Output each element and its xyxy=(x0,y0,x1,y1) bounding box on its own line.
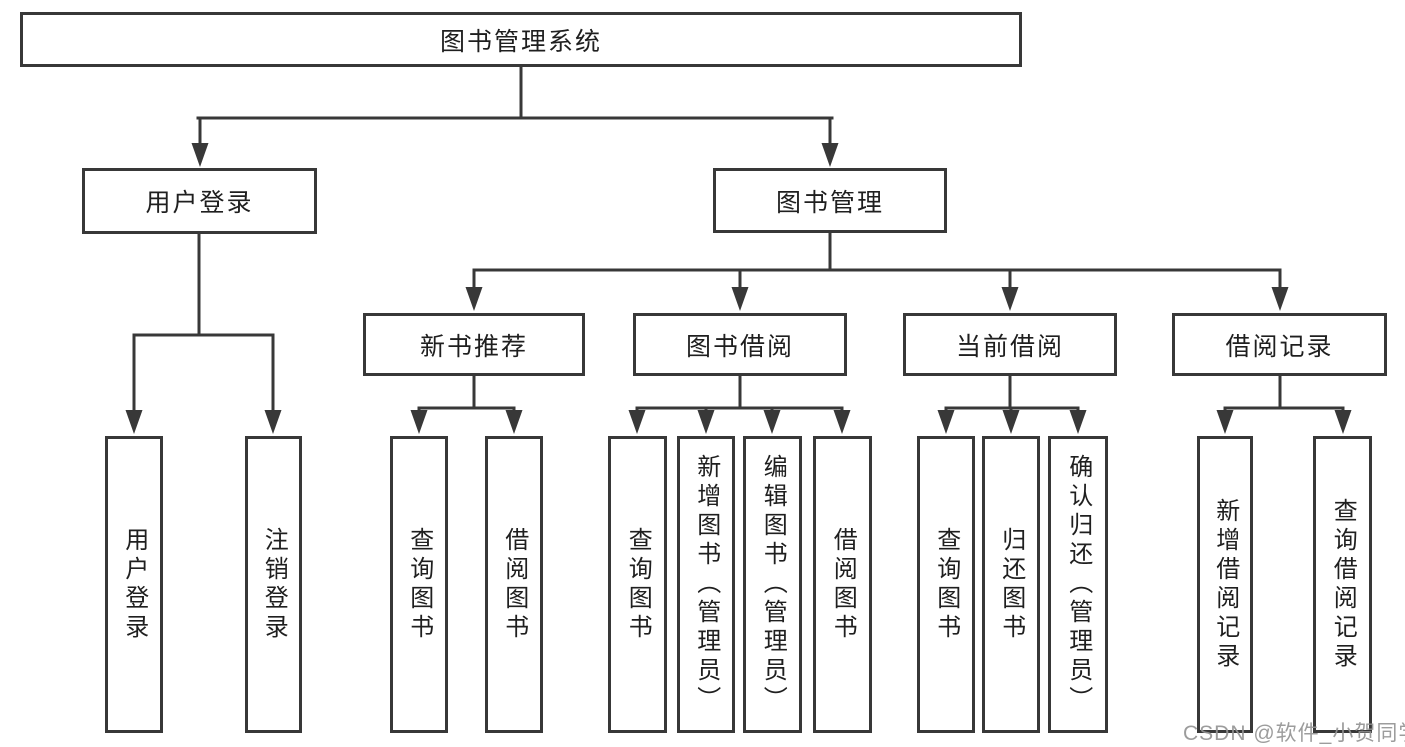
node-leaf-br-add-record-label: 新增借阅记录 xyxy=(1211,497,1239,672)
node-leaf-br-query-record: 查询借阅记录 xyxy=(1313,436,1372,733)
node-current-borrowing-label: 当前借阅 xyxy=(955,332,1064,361)
node-leaf-nbr-borrow-books: 借阅图书 xyxy=(485,436,543,733)
node-borrowing-records-label: 借阅记录 xyxy=(1225,332,1334,361)
node-borrowing-records: 借阅记录 xyxy=(1172,313,1387,376)
node-book-management: 图书管理 xyxy=(713,168,947,233)
node-leaf-br-query-record-label: 查询借阅记录 xyxy=(1329,497,1357,672)
node-leaf-cb-return-books-label: 归还图书 xyxy=(997,526,1025,643)
node-leaf-bb-edit-books-admin-label: 编辑图书（管理员） xyxy=(759,454,787,715)
node-root-label: 图书管理系统 xyxy=(439,27,602,56)
node-book-borrowing-label: 图书借阅 xyxy=(685,332,794,361)
node-book-management-label: 图书管理 xyxy=(775,188,884,217)
node-leaf-bb-add-books-admin-label: 新增图书（管理员） xyxy=(692,454,720,715)
node-book-borrowing: 图书借阅 xyxy=(633,313,847,376)
node-new-book-recommendation: 新书推荐 xyxy=(363,313,585,376)
node-leaf-br-add-record: 新增借阅记录 xyxy=(1197,436,1253,733)
node-leaf-cb-confirm-return-admin-label: 确认归还（管理员） xyxy=(1064,454,1092,715)
node-leaf-cb-confirm-return-admin: 确认归还（管理员） xyxy=(1048,436,1108,733)
node-leaf-logout: 注销登录 xyxy=(245,436,302,733)
node-leaf-cb-query-books: 查询图书 xyxy=(917,436,975,733)
node-leaf-user-login-label: 用户登录 xyxy=(120,526,148,643)
node-leaf-bb-query-books: 查询图书 xyxy=(608,436,667,733)
node-leaf-cb-return-books: 归还图书 xyxy=(982,436,1040,733)
node-leaf-nbr-query-books-label: 查询图书 xyxy=(405,526,433,643)
node-leaf-bb-edit-books-admin: 编辑图书（管理员） xyxy=(743,436,802,733)
node-current-borrowing: 当前借阅 xyxy=(903,313,1117,376)
csdn-watermark: CSDN @软件_小贺同学 xyxy=(1183,722,1405,745)
node-leaf-nbr-query-books: 查询图书 xyxy=(390,436,448,733)
node-new-book-recommendation-label: 新书推荐 xyxy=(419,332,528,361)
node-leaf-bb-add-books-admin: 新增图书（管理员） xyxy=(677,436,735,733)
node-user-login-branch-label: 用户登录 xyxy=(145,189,254,217)
node-leaf-bb-borrow-books-label: 借阅图书 xyxy=(829,526,857,643)
node-leaf-logout-label: 注销登录 xyxy=(260,526,288,643)
node-root: 图书管理系统 xyxy=(20,12,1022,67)
node-leaf-bb-query-books-label: 查询图书 xyxy=(624,526,652,643)
arrowheads xyxy=(125,143,1352,434)
node-user-login-branch: 用户登录 xyxy=(82,168,317,234)
node-leaf-bb-borrow-books: 借阅图书 xyxy=(813,436,872,733)
node-leaf-user-login: 用户登录 xyxy=(105,436,163,733)
node-leaf-cb-query-books-label: 查询图书 xyxy=(932,526,960,643)
node-leaf-nbr-borrow-books-label: 借阅图书 xyxy=(500,526,528,643)
